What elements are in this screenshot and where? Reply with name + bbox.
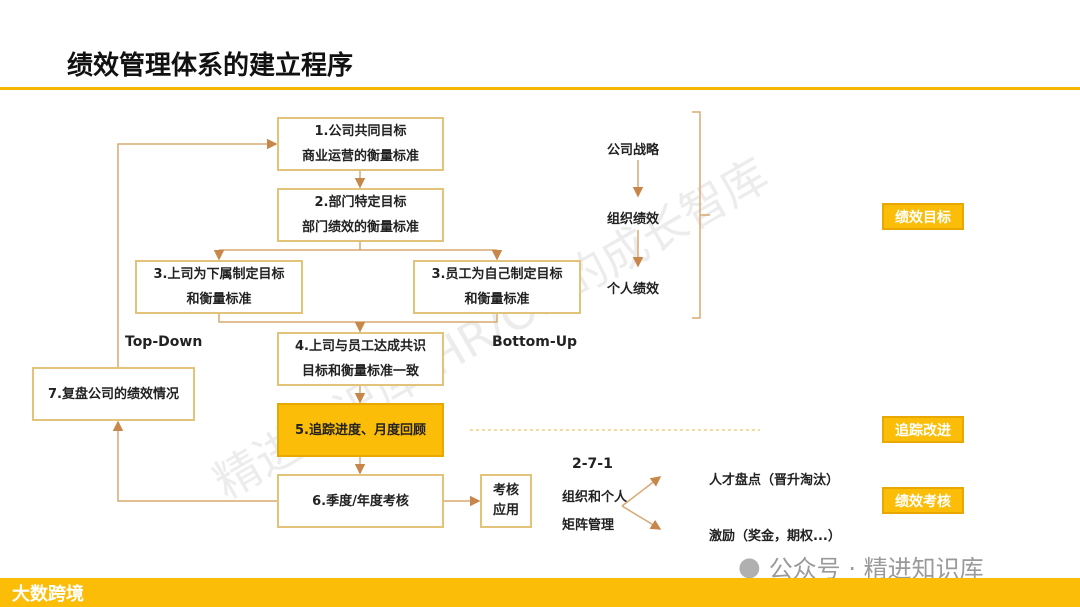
tag-performance-assessment: 绩效考核 [882, 487, 964, 514]
arrow-2-split [219, 242, 497, 251]
step-3-bottomup-title: 3.员工为自己制定目标 [431, 267, 563, 282]
assessment-application-line2: 应用 [492, 503, 519, 518]
arrow-3-merge [218, 314, 498, 323]
step-4-title: 4.上司与员工达成共识 [295, 339, 426, 354]
step-2-title: 2.部门特定目标 [314, 195, 407, 210]
step-1-subtitle: 商业运营的衡量标准 [301, 149, 419, 164]
arrow-to-incentive [621, 505, 662, 530]
step-6-box: 6.季度/年度考核 [277, 474, 444, 528]
step-3-topdown-title: 3.上司为下属制定目标 [153, 267, 285, 282]
outcome-incentive: 激励（奖金，期权...） [709, 529, 841, 544]
assessment-application-box: 考核 应用 [480, 474, 532, 528]
step-7-title: 7.复盘公司的绩效情况 [48, 386, 179, 402]
logo: 大数跨境 [12, 584, 84, 605]
step-4-subtitle: 目标和衡量标准一致 [301, 364, 419, 379]
hierarchy-personal-performance: 个人绩效 [607, 282, 660, 297]
step-5-box: 5.追踪进度、月度回顾 [277, 403, 444, 457]
matrix-ratio: 2-7-1 [572, 456, 613, 472]
page-title: 绩效管理体系的建立程序 [67, 51, 354, 81]
hierarchy-company-strategy: 公司战略 [607, 143, 660, 158]
step-3-bottomup-subtitle: 和衡量标准 [464, 292, 530, 307]
step-7-box: 7.复盘公司的绩效情况 [32, 367, 195, 421]
step-2-subtitle: 部门绩效的衡量标准 [301, 220, 419, 235]
bottom-up-label: Bottom-Up [492, 334, 578, 350]
hierarchy-org-performance: 组织绩效 [607, 212, 660, 227]
step-5-title: 5.追踪进度、月度回顾 [295, 422, 426, 438]
tag-performance-goal: 绩效目标 [882, 203, 964, 230]
arrow-to-talent [621, 476, 662, 507]
tag-tracking-improvement: 追踪改进 [882, 416, 964, 443]
step-1-title: 1.公司共同目标 [314, 124, 407, 139]
bottom-bar [0, 578, 1080, 607]
step-3-bottomup-box: 3.员工为自己制定目标 和衡量标准 [413, 260, 581, 314]
step-2-box: 2.部门特定目标 部门绩效的衡量标准 [277, 188, 444, 242]
step-6-title: 6.季度/年度考核 [312, 493, 409, 509]
arrow-6-7 [112, 420, 277, 502]
bracket [692, 111, 710, 319]
step-4-box: 4.上司与员工达成共识 目标和衡量标准一致 [277, 332, 444, 386]
step-3-topdown-subtitle: 和衡量标准 [186, 292, 252, 307]
arrow-7-1 [117, 138, 278, 367]
matrix-line1: 组织和个人 [562, 490, 628, 505]
title-underline [0, 87, 1080, 90]
top-down-label: Top-Down [125, 334, 203, 350]
outcome-talent-review: 人才盘点（晋升淘汰） [709, 473, 840, 488]
wechat-icon: ● [738, 551, 761, 582]
step-3-topdown-box: 3.上司为下属制定目标 和衡量标准 [135, 260, 303, 314]
matrix-line2: 矩阵管理 [562, 518, 615, 533]
step-1-box: 1.公司共同目标 商业运营的衡量标准 [277, 117, 444, 171]
assessment-application-line1: 考核 [492, 483, 519, 498]
